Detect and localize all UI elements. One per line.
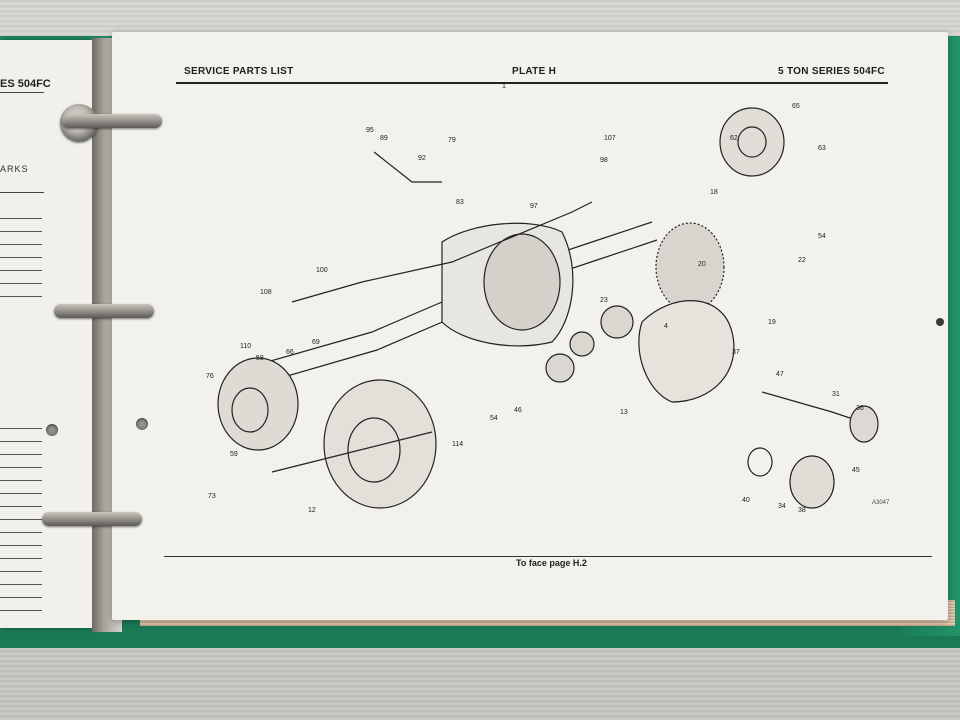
callout-69: 69 — [312, 339, 320, 346]
callout-66: 66 — [286, 349, 294, 356]
callout-34: 34 — [778, 503, 786, 510]
callout-54: 54 — [818, 233, 826, 240]
callout-65: 65 — [792, 103, 800, 110]
page-header-rule — [176, 82, 888, 84]
left-page-table-lines-bottom — [0, 428, 42, 623]
callout-79: 79 — [448, 137, 456, 144]
callout-54b: 54 — [490, 415, 498, 422]
page-header-plate: PLATE H — [512, 66, 557, 77]
left-page-table-lines-top — [0, 218, 42, 309]
callout-12: 12 — [308, 507, 316, 514]
crown-wheel — [655, 222, 725, 312]
left-hub — [217, 357, 299, 451]
differential-carrier — [638, 300, 735, 403]
callout-23: 23 — [600, 297, 608, 304]
axle-drawing — [217, 107, 879, 509]
callout-83: 83 — [456, 199, 464, 206]
pinion-flange — [849, 405, 879, 443]
callout-46: 46 — [514, 407, 522, 414]
diff-bearing — [545, 353, 575, 383]
hub-flange — [719, 107, 785, 177]
pinion-shaft — [761, 391, 863, 423]
callout-63: 63 — [818, 145, 826, 152]
callout-59: 59 — [230, 451, 238, 458]
callout-58: 58 — [256, 355, 264, 362]
callout-107: 107 — [604, 135, 616, 142]
left-page-header-rule — [0, 92, 44, 93]
hub-flange-center — [737, 126, 767, 158]
housing-opening — [483, 233, 561, 331]
callout-47: 47 — [776, 371, 784, 378]
page-header-left: SERVICE PARTS LIST — [184, 66, 294, 77]
callout-31: 31 — [832, 391, 840, 398]
callout-13: 13 — [620, 409, 628, 416]
callout-97: 97 — [530, 203, 538, 210]
callout-36: 36 — [856, 405, 864, 412]
callout-100: 100 — [316, 267, 328, 274]
callout-45: 45 — [852, 467, 860, 474]
callout-114: 114 — [452, 441, 463, 448]
callout-22: 22 — [798, 257, 806, 264]
linkage-rod — [373, 151, 442, 183]
punch-hole-left — [46, 424, 58, 436]
binder-ring-top — [62, 114, 162, 128]
page-tear-mark — [936, 318, 944, 326]
callout-110: 110 — [240, 343, 251, 350]
drawing-reference-code: A3047 — [872, 500, 890, 506]
callout-4: 4 — [664, 323, 668, 330]
diff-gear-a — [600, 305, 634, 339]
brake-drum — [323, 379, 437, 509]
callout-18: 18 — [710, 189, 718, 196]
brake-rod — [291, 201, 593, 303]
callout-73: 73 — [208, 493, 216, 500]
callout-20: 20 — [698, 261, 706, 268]
callout-19: 19 — [768, 319, 776, 326]
left-page-rule — [0, 192, 44, 193]
brake-drum-center — [347, 417, 401, 483]
callout-62: 62 — [730, 135, 738, 142]
page-header-right: 5 TON SERIES 504FC — [778, 66, 885, 77]
callout-108: 108 — [260, 289, 272, 296]
punch-hole-main — [136, 418, 148, 430]
callout-89: 89 — [380, 135, 388, 142]
binder-ring-bottom — [42, 512, 142, 526]
diff-gear-b — [569, 331, 595, 357]
callout-95: 95 — [366, 127, 374, 134]
part-callouts: 95 89 92 79 83 97 98 107 62 65 63 18 54 … — [206, 83, 864, 514]
exploded-axle-diagram: 95 89 92 79 83 97 98 107 62 65 63 18 54 … — [206, 83, 879, 514]
callout-76: 76 — [206, 373, 214, 380]
page-footer-text: To face page H.2 — [516, 558, 587, 568]
half-shaft — [271, 431, 433, 473]
binder-ring-middle — [54, 304, 154, 318]
callout-38: 38 — [798, 507, 806, 514]
callout-40: 40 — [742, 497, 750, 504]
callout-98: 98 — [600, 157, 608, 164]
page-footer-rule — [164, 556, 932, 557]
left-page-column-heading: ARKS — [0, 164, 29, 174]
oil-seal — [747, 447, 773, 477]
callout-37: 37 — [732, 349, 740, 356]
left-hub-center — [231, 387, 269, 433]
companion-flange — [789, 455, 835, 509]
left-page-header: ES 504FC — [0, 78, 51, 90]
callout-92: 92 — [418, 155, 426, 162]
callout-1: 1 — [502, 83, 506, 90]
